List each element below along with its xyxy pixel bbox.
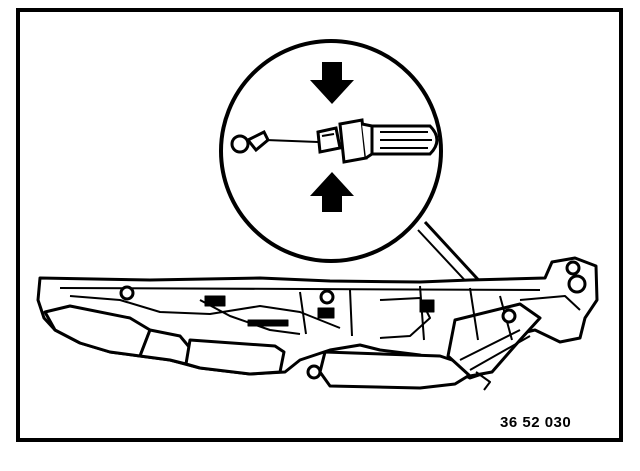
figure-reference-code: 36 52 030 bbox=[500, 414, 572, 431]
sensor-assembly bbox=[36, 256, 599, 391]
arrow-up-icon bbox=[310, 172, 354, 212]
arrow-down-icon bbox=[310, 62, 354, 104]
detail-circle bbox=[219, 39, 443, 263]
sensor-plug bbox=[230, 118, 439, 164]
